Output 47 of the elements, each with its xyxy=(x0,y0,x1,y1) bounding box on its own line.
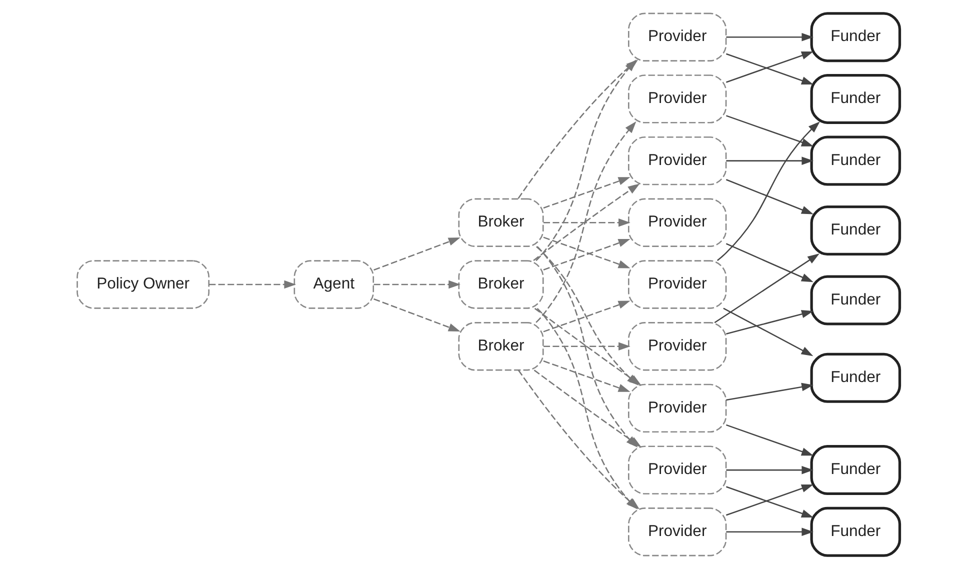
node-box: Provider xyxy=(628,322,726,371)
node-box: Funder xyxy=(810,445,901,496)
arrow xyxy=(542,218,630,227)
node-box: Provider xyxy=(628,74,726,124)
arrow xyxy=(722,308,813,356)
arrow xyxy=(542,300,630,332)
node-box: Provider xyxy=(628,12,726,62)
arrow xyxy=(535,121,636,323)
arrow xyxy=(725,243,813,282)
node-box: Provider xyxy=(628,260,726,309)
arrow xyxy=(726,310,813,335)
node-box: Broker xyxy=(458,198,544,247)
arrow xyxy=(373,237,460,271)
node-box: Funder xyxy=(810,12,901,62)
node-box: Broker xyxy=(458,322,544,371)
node-box: Funder xyxy=(810,275,901,326)
arrow xyxy=(716,121,820,262)
arrow xyxy=(725,424,813,456)
node-box: Provider xyxy=(628,198,726,247)
node-box: Provider xyxy=(628,136,726,186)
arrow xyxy=(726,382,814,401)
node-box: Agent xyxy=(293,260,374,309)
arrow xyxy=(532,184,640,261)
arrow xyxy=(208,280,296,289)
arrow xyxy=(373,298,460,332)
arrow xyxy=(373,280,460,289)
node-box: Funder xyxy=(810,206,901,256)
node-box: Funder xyxy=(810,74,901,124)
node-box: Broker xyxy=(458,260,544,309)
arrow xyxy=(726,466,814,474)
arrow xyxy=(542,177,630,209)
arrow xyxy=(535,60,636,262)
node-box: Provider xyxy=(628,508,726,556)
node-box: Provider xyxy=(628,446,726,494)
node-box: Provider xyxy=(628,384,726,433)
arrow xyxy=(725,179,813,214)
node-box: Funder xyxy=(810,352,901,403)
node-box: Policy Owner xyxy=(76,260,210,309)
arrow xyxy=(726,156,814,165)
arrow xyxy=(726,528,814,536)
arrow xyxy=(725,115,813,146)
arrow xyxy=(542,360,630,392)
arrow xyxy=(542,342,630,350)
arrow xyxy=(714,254,819,324)
arrow xyxy=(726,32,814,42)
node-box: Funder xyxy=(810,136,901,186)
node-box: Funder xyxy=(810,506,901,557)
